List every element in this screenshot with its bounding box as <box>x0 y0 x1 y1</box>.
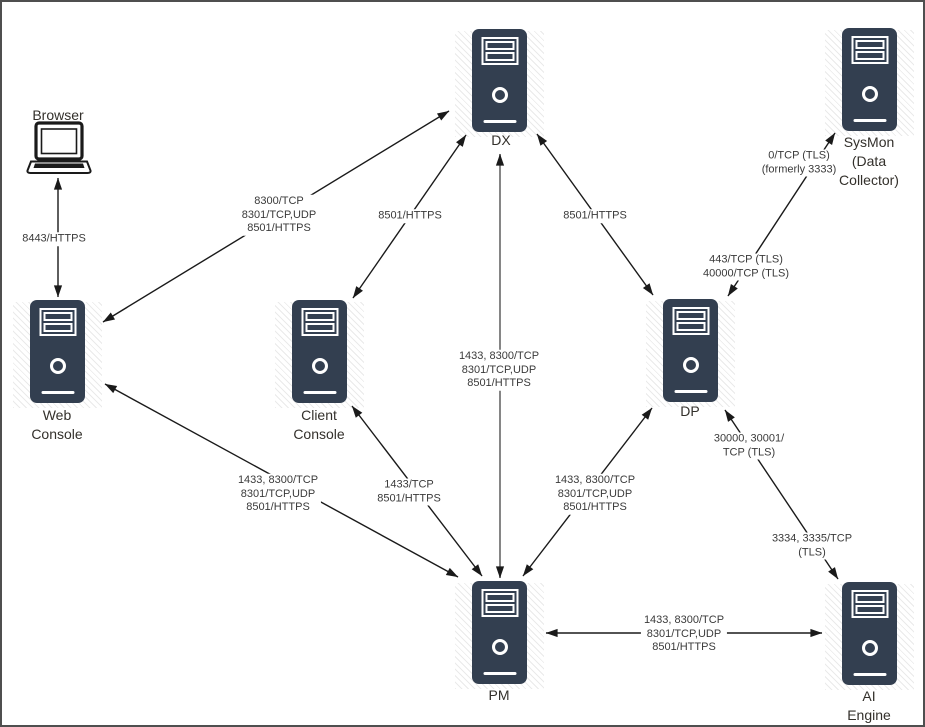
edge-label-dp-sysmon-1: 0/TCP (TLS) (formerly 3333) <box>758 149 840 177</box>
server-bay-inner <box>485 593 514 613</box>
laptop-icon <box>26 121 92 174</box>
server-icon-ai-engine <box>842 582 897 685</box>
power-button-icon <box>311 358 328 374</box>
server-bay-inner <box>676 311 705 331</box>
server-slot-icon <box>853 118 886 122</box>
server-icon-web-console <box>30 300 85 403</box>
edge-label-browser-web-console: 8443/HTTPS <box>19 232 89 246</box>
server-bay-slot <box>485 593 514 602</box>
edge-label-client-console-dx: 8501/HTTPS <box>375 209 445 223</box>
node-label-sysmon: SysMon (Data Collector) <box>839 134 899 188</box>
server-bay-inner <box>485 41 514 61</box>
server-slot-icon <box>483 671 516 675</box>
server-bay-slot <box>305 312 334 321</box>
power-button-icon <box>861 86 878 102</box>
server-bay-icon <box>481 589 518 617</box>
node-label-web-console: Web Console <box>31 407 83 442</box>
power-button-icon <box>682 357 699 373</box>
server-bay-slot <box>485 41 514 50</box>
server-bay-slot <box>855 605 884 614</box>
server-bay-icon <box>672 307 709 335</box>
node-label-dp: DP <box>680 403 700 419</box>
edge-label-web-console-dx: 8300/TCP 8301/TCP,UDP 8501/HTTPS <box>238 194 320 236</box>
server-bay-inner <box>855 40 884 60</box>
server-slot-icon <box>41 390 74 394</box>
edge-label-dp-pm: 1433, 8300/TCP 8301/TCP,UDP 8501/HTTPS <box>551 473 639 515</box>
server-icon-dx <box>472 29 527 132</box>
power-button-icon <box>861 640 878 656</box>
server-bay-icon <box>39 308 76 336</box>
edge-label-web-console-pm: 1433, 8300/TCP 8301/TCP,UDP 8501/HTTPS <box>234 473 322 515</box>
edge-label-dp-ai-engine-2: 3334, 3335/TCP (TLS) <box>768 532 856 560</box>
edge-label-dp-sysmon-2: 443/TCP (TLS) 40000/TCP (TLS) <box>699 253 793 281</box>
server-icon-dp <box>663 299 718 402</box>
server-bay-slot <box>305 323 334 332</box>
edge-label-pm-ai-engine: 1433, 8300/TCP 8301/TCP,UDP 8501/HTTPS <box>640 613 728 655</box>
server-bay-slot <box>676 322 705 331</box>
node-label-browser: Browser <box>32 107 84 123</box>
server-bay-slot <box>485 52 514 61</box>
edge-label-dx-dp: 8501/HTTPS <box>560 209 630 223</box>
server-slot-icon <box>483 119 516 123</box>
server-icon-client-console <box>292 300 347 403</box>
server-bay-slot <box>855 40 884 49</box>
power-button-icon <box>491 639 508 655</box>
power-button-icon <box>49 358 66 374</box>
server-icon-pm <box>472 581 527 684</box>
server-bay-icon <box>851 36 888 64</box>
node-label-dx: DX <box>491 132 511 148</box>
node-label-client-console: Client Console <box>293 407 345 442</box>
server-icon-sysmon <box>842 28 897 131</box>
server-bay-inner <box>855 594 884 614</box>
server-bay-icon <box>481 37 518 65</box>
node-label-ai-engine: AI Engine <box>847 688 891 723</box>
edge-label-dp-ai-engine-1: 30000, 30001/ TCP (TLS) <box>710 432 788 460</box>
server-bay-slot <box>485 604 514 613</box>
edge-label-client-console-pm: 1433/TCP 8501/HTTPS <box>374 478 444 506</box>
server-bay-inner <box>305 312 334 332</box>
server-bay-slot <box>43 312 72 321</box>
server-bay-icon <box>851 590 888 618</box>
server-bay-slot <box>43 323 72 332</box>
edge-label-dx-pm: 1433, 8300/TCP 8301/TCP,UDP 8501/HTTPS <box>455 349 543 391</box>
server-slot-icon <box>303 390 336 394</box>
server-bay-slot <box>855 594 884 603</box>
server-bay-slot <box>676 311 705 320</box>
node-label-pm: PM <box>488 687 510 703</box>
server-slot-icon <box>674 389 707 393</box>
server-bay-slot <box>855 51 884 60</box>
server-bay-inner <box>43 312 72 332</box>
server-slot-icon <box>853 672 886 676</box>
power-button-icon <box>491 87 508 103</box>
server-bay-icon <box>301 308 338 336</box>
